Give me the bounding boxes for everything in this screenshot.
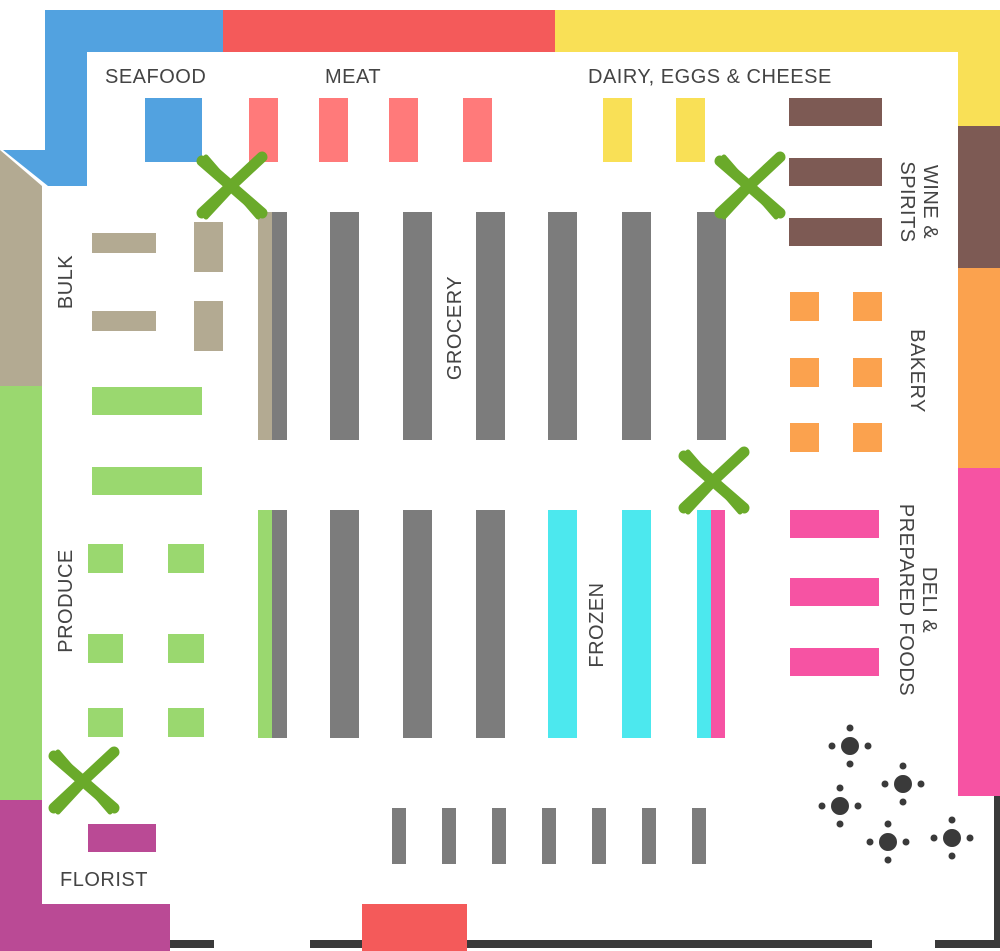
meat-case: [249, 98, 278, 162]
wall-bottom-right: [467, 940, 872, 948]
produce-table: [92, 467, 202, 495]
label-bulk: BULK: [55, 254, 77, 310]
wall-bottom-left: [170, 940, 214, 948]
meat-case: [463, 98, 492, 162]
bakery-table: [853, 423, 882, 452]
produce-bin: [168, 544, 204, 573]
table-with-chairs-icon: [866, 820, 910, 864]
wall-deli: [958, 468, 1000, 796]
bulk-bin: [194, 222, 223, 272]
bulk-bin: [92, 311, 156, 331]
checkout-lane: [642, 808, 656, 864]
table-with-chairs-icon: [828, 724, 872, 768]
grocery-aisle: [403, 510, 432, 738]
produce-bin: [168, 708, 204, 737]
grocery-aisle: [272, 510, 287, 738]
label-dairy: DAIRY, EGGS & CHEESE: [588, 66, 832, 88]
deli-counter: [790, 510, 879, 538]
bakery-table: [853, 358, 882, 387]
wall-dairy-right: [958, 10, 1000, 126]
bakery-table: [790, 423, 819, 452]
grocery-aisle: [330, 510, 359, 738]
label-meat: MEAT: [325, 66, 382, 88]
wall-produce: [0, 386, 42, 800]
wall-bottom-far-right: [935, 940, 1000, 948]
produce-aisle-end: [258, 510, 272, 738]
wall-wine: [958, 126, 1000, 268]
grocery-aisle: [697, 212, 726, 440]
wall-bulk: [0, 150, 42, 386]
deli-counter: [790, 648, 879, 676]
checkout-lane: [542, 808, 556, 864]
dairy-case: [603, 98, 632, 162]
grocery-aisle: [476, 212, 505, 440]
produce-bin: [88, 634, 123, 663]
label-bakery: BAKERY: [906, 329, 928, 413]
label-produce: PRODUCE: [55, 549, 77, 653]
bakery-table: [790, 292, 819, 321]
x-mark-icon: [714, 151, 786, 220]
wall-seafood-left: [45, 10, 87, 150]
bakery-table: [790, 358, 819, 387]
meat-case: [319, 98, 348, 162]
bulk-bin: [92, 233, 156, 253]
bulk-aisle-end: [258, 212, 272, 440]
deli-aisle-end: [711, 510, 725, 738]
produce-bin: [168, 634, 204, 663]
bulk-bin: [194, 301, 223, 351]
wall-florist-bottom: [0, 904, 170, 951]
label-deli-prepared-foods: DELI & PREPARED FOODS: [895, 503, 940, 697]
frozen-aisle: [622, 510, 651, 738]
dairy-case: [676, 98, 705, 162]
wall-dairy-top: [555, 10, 995, 52]
frozen-aisle: [548, 510, 577, 738]
x-mark-icon: [196, 151, 268, 220]
wine-shelf: [789, 158, 882, 186]
table-with-chairs-icon: [818, 784, 862, 828]
x-mark-icon: [48, 746, 120, 815]
wall-bakery: [958, 268, 1000, 468]
label-wine-spirits: WINE & SPIRITS: [896, 161, 941, 243]
wall-meat: [223, 10, 555, 52]
checkout-lane: [692, 808, 706, 864]
florist-stand: [88, 824, 156, 852]
grocery-aisle: [330, 212, 359, 440]
wall-bottom-mid: [310, 940, 364, 948]
checkout-lane: [442, 808, 456, 864]
frozen-aisle: [697, 510, 711, 738]
grocery-aisle: [476, 510, 505, 738]
x-mark-icon: [678, 446, 750, 515]
deli-counter: [790, 578, 879, 606]
label-florist: FLORIST: [60, 869, 148, 891]
label-seafood: SEAFOOD: [105, 66, 207, 88]
produce-bin: [88, 708, 123, 737]
grocery-aisle: [548, 212, 577, 440]
checkout-lane: [592, 808, 606, 864]
grocery-aisle: [272, 212, 287, 440]
grocery-aisle: [622, 212, 651, 440]
table-with-chairs-icon: [881, 762, 925, 806]
label-grocery: GROCERY: [444, 275, 466, 381]
entrance-door: [362, 904, 467, 951]
checkout-lane: [392, 808, 406, 864]
seafood-case: [145, 98, 202, 162]
meat-case: [389, 98, 418, 162]
produce-bin: [88, 544, 123, 573]
bakery-table: [853, 292, 882, 321]
grocery-aisle: [403, 212, 432, 440]
wine-shelf: [789, 218, 882, 246]
produce-table: [92, 387, 202, 415]
wall-right-lower: [994, 796, 1000, 948]
table-with-chairs-icon: [930, 816, 974, 860]
wine-shelf: [789, 98, 882, 126]
checkout-lane: [492, 808, 506, 864]
label-frozen: FROZEN: [586, 582, 608, 668]
